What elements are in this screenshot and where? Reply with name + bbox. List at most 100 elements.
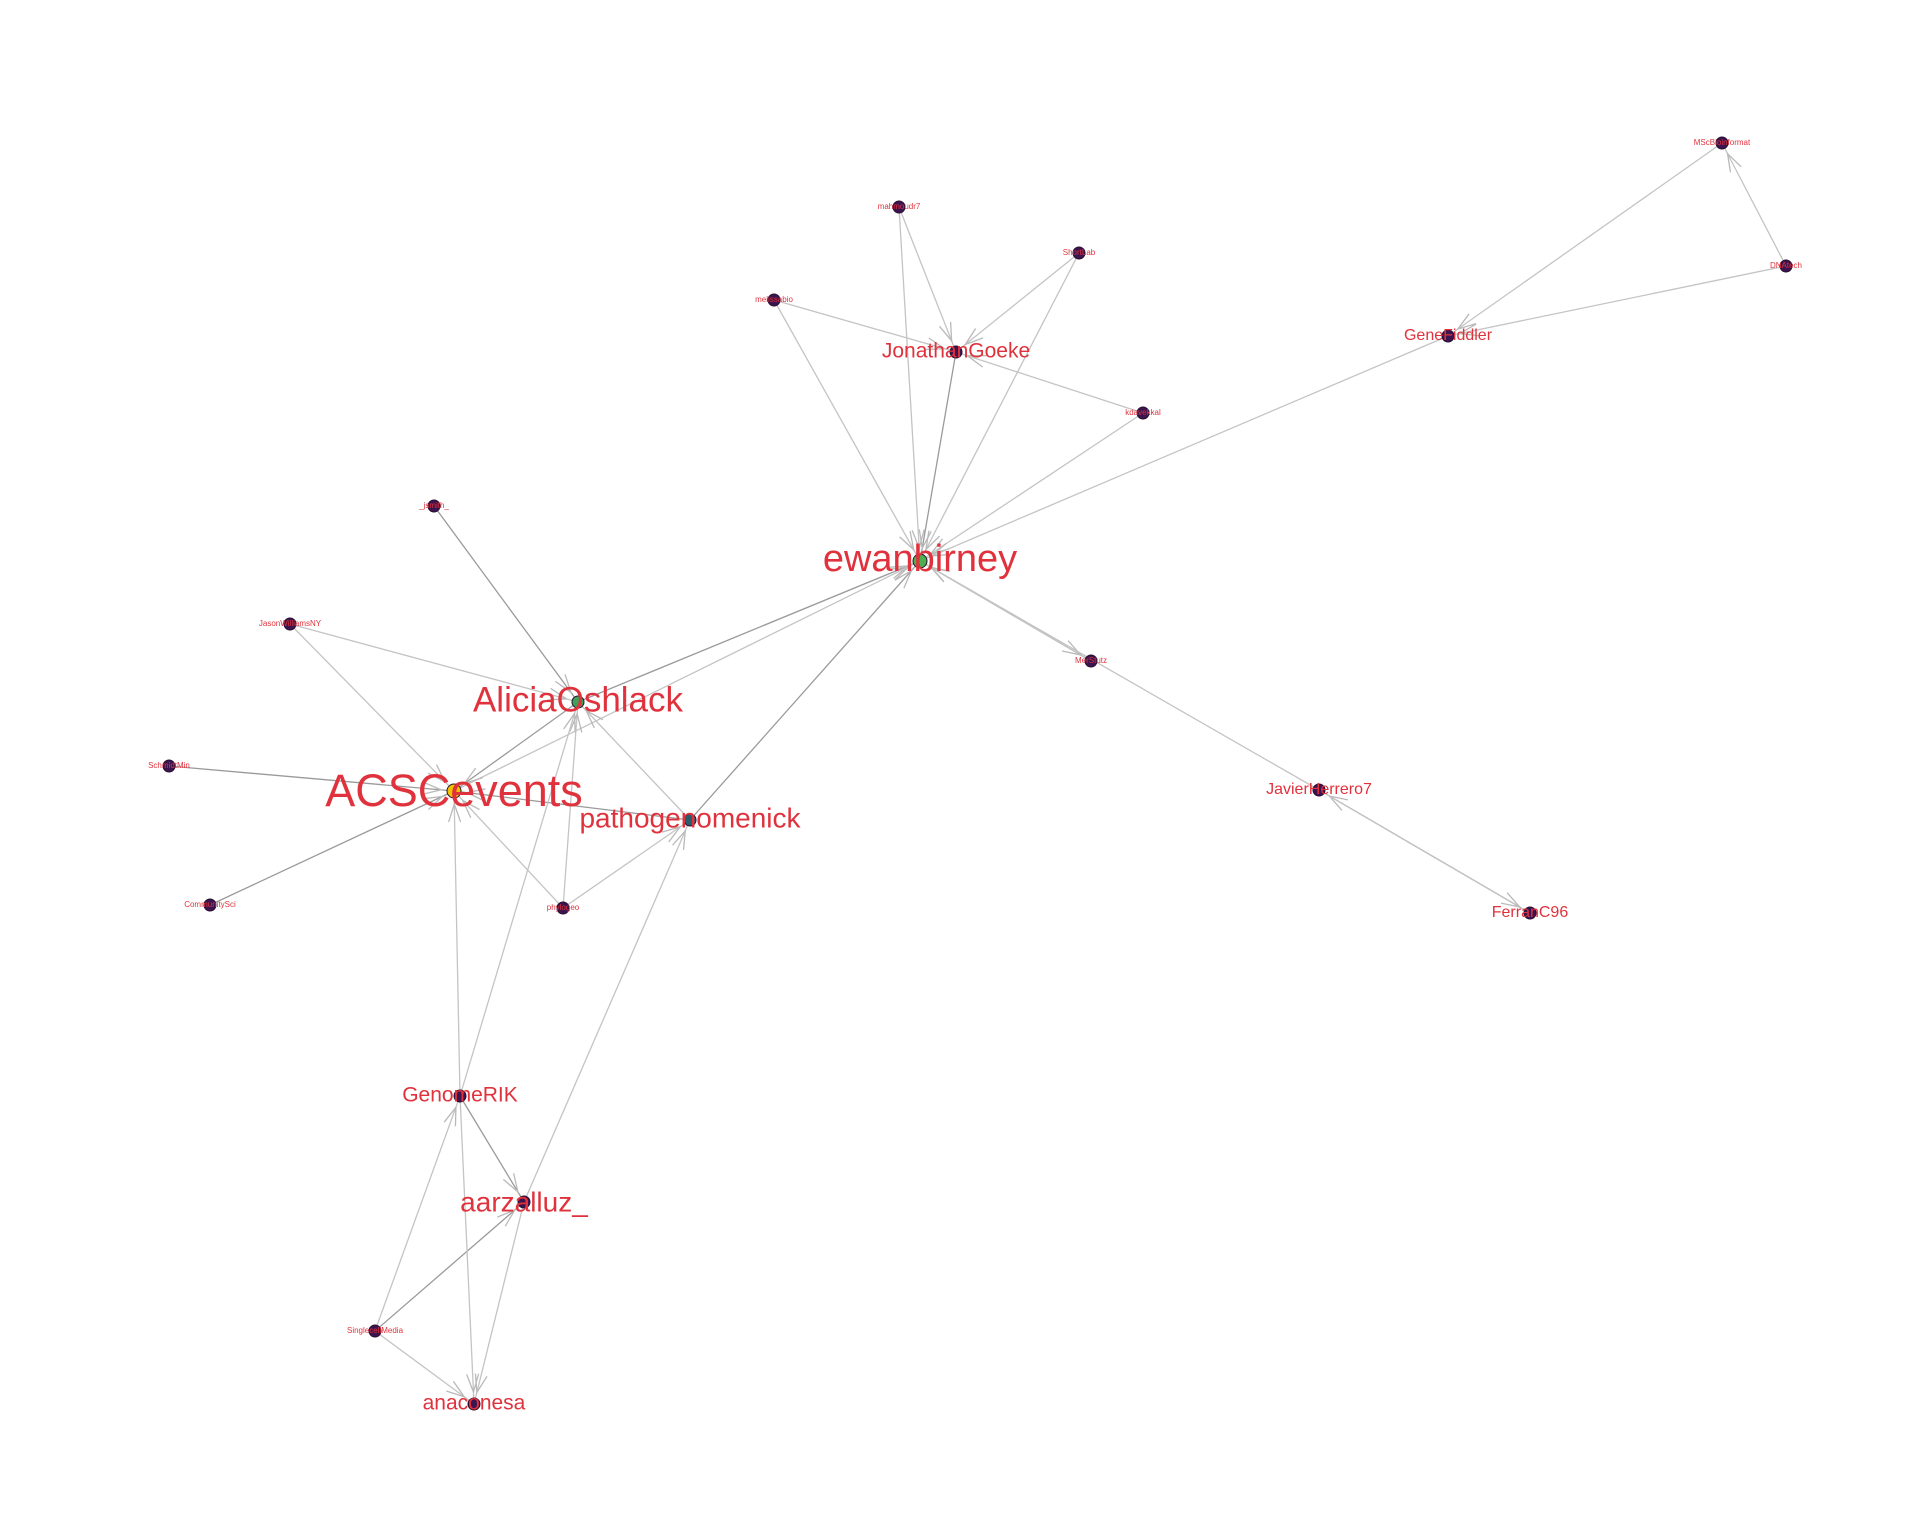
edge-aliciaoshlack-to-acscevents <box>453 701 579 792</box>
edge-line <box>577 560 921 703</box>
edge-arrowhead <box>965 354 987 368</box>
node-label-kdavekkal: kdavekkal <box>1125 408 1161 417</box>
node-phylogeo[interactable] <box>556 901 570 915</box>
node-genefiddler[interactable] <box>1441 329 1455 343</box>
edge-line <box>453 560 921 792</box>
edge-acscevents-to-ewanbirney <box>453 560 921 792</box>
edge-arrowhead <box>555 674 573 694</box>
edge-line <box>919 412 1144 562</box>
edge-genomerik-to-acscevents <box>447 790 462 1097</box>
node-jasonwilliamsny[interactable] <box>283 617 297 631</box>
node-mahmoudr7[interactable] <box>892 200 906 214</box>
node-label-genefiddler: GeneFiddler <box>1404 327 1493 344</box>
edge-genomerik-to-aliciaoshlack <box>459 701 579 1097</box>
node-jonathangoeke[interactable] <box>949 345 963 359</box>
edge-shortlab-to-jonathangoeke <box>955 252 1080 353</box>
edge-line <box>1318 789 1531 914</box>
edge-line <box>955 252 1080 353</box>
node-kdavekkal[interactable] <box>1136 406 1150 420</box>
edge-singlecellmedia-to-anaconesa <box>374 1330 475 1405</box>
node-pathogenomenick[interactable] <box>683 813 697 827</box>
node-label-mscbioinformat: MScBioinformat <box>1694 138 1751 147</box>
edge-singlecellmedia-to-aarzalluz <box>374 1201 525 1332</box>
edge-arrowhead <box>1457 323 1479 337</box>
node-jsmith[interactable] <box>427 499 441 513</box>
edge-line <box>562 701 579 909</box>
edge-line <box>453 790 564 909</box>
edge-melissabio-to-jonathangoeke <box>773 299 957 353</box>
edge-aliciaoshlack-to-ewanbirney <box>577 560 921 703</box>
edge-genomerik-to-anaconesa <box>459 1095 480 1405</box>
edge-arrowhead <box>889 565 910 579</box>
edge-line <box>1447 265 1787 337</box>
edge-line <box>1721 142 1787 267</box>
node-label-jsmith: _jsmith_ <box>418 501 449 510</box>
edge-mahmoudr7-to-ewanbirney <box>898 206 925 562</box>
edge-line <box>459 1095 525 1203</box>
edge-arrowhead <box>563 711 576 733</box>
node-dnatech[interactable] <box>1779 259 1793 273</box>
edge-genefiddler-to-ewanbirney <box>919 335 1449 562</box>
node-aarzalluz[interactable] <box>517 1195 531 1209</box>
edge-arrowhead <box>911 529 925 551</box>
node-aliciaoshlack[interactable] <box>571 695 585 709</box>
node-label-jasonwilliamsny: JasonWilliamsNY <box>259 619 322 628</box>
edge-arrowhead <box>569 711 583 733</box>
node-singlecellmedia[interactable] <box>368 1324 382 1338</box>
node-label-aliciaoshlack: AliciaOshlack <box>473 680 684 719</box>
node-label-acscevents: ACSCevents <box>325 765 583 816</box>
node-ewanbirney[interactable] <box>912 553 928 569</box>
edge-melissabio-to-ewanbirney <box>773 299 921 562</box>
edge-arrowhead <box>925 337 947 351</box>
edge-arrowhead <box>446 1380 466 1399</box>
edge-arrowhead <box>672 829 687 850</box>
edge-jasonwilliamsny-to-acscevents <box>289 623 455 792</box>
edge-arrowhead <box>963 328 984 346</box>
edges-layer <box>168 142 1787 1405</box>
node-shortlab[interactable] <box>1072 246 1086 260</box>
node-acscevents[interactable] <box>446 783 462 799</box>
node-label-phylogeo: phylogeo <box>547 903 580 912</box>
node-communitysci[interactable] <box>203 898 217 912</box>
node-mscbioinformat[interactable] <box>1715 136 1729 150</box>
edge-arrowhead <box>918 529 932 551</box>
edge-arrowhead <box>661 825 682 843</box>
edge-javierherrero7-to-ferranc96 <box>1318 789 1531 914</box>
edge-aarzalluz-to-anaconesa <box>473 1201 525 1405</box>
edge-arrowhead <box>502 1173 519 1194</box>
edge-line <box>453 701 579 792</box>
edge-communitysci-to-acscevents <box>209 790 455 906</box>
node-merstutz[interactable] <box>1084 654 1098 668</box>
node-javierherrero7[interactable] <box>1312 783 1326 797</box>
edge-line <box>374 1330 475 1405</box>
node-label-jonathangoeke: JonathanGoeke <box>882 340 1030 363</box>
edge-line <box>919 560 1320 791</box>
edge-arrowhead <box>466 1373 480 1395</box>
node-label-anaconesa: anaconesa <box>423 1392 526 1415</box>
node-anaconesa[interactable] <box>467 1397 481 1411</box>
edge-arrowhead <box>464 788 486 802</box>
edge-arrowhead <box>497 1208 517 1227</box>
edge-line <box>773 299 921 562</box>
edge-dnatech-to-genefiddler <box>1447 265 1787 337</box>
node-melissabio[interactable] <box>767 293 781 307</box>
node-schmidtmin[interactable] <box>162 759 176 773</box>
edge-arrowhead <box>584 709 604 729</box>
edge-arrowhead <box>938 321 953 343</box>
edge-line <box>473 1201 525 1405</box>
node-label-pathogenomenick: pathogenomenick <box>579 802 801 833</box>
edge-kdavekkal-to-jonathangoeke <box>955 351 1144 414</box>
edge-arrowhead <box>1500 892 1522 908</box>
edge-arrowhead <box>1726 151 1742 173</box>
edge-phylogeo-to-acscevents <box>453 790 564 909</box>
edge-line <box>459 1095 475 1405</box>
edge-dnatech-to-mscbioinformat <box>1721 142 1787 267</box>
node-genomerik[interactable] <box>453 1089 467 1103</box>
edge-line <box>562 819 691 909</box>
node-ferranc96[interactable] <box>1523 906 1537 920</box>
edge-arrowhead <box>899 530 915 552</box>
edge-arrowhead <box>462 767 483 785</box>
node-label-singlecellmedia: SinglecellMedia <box>347 1326 404 1335</box>
node-label-melissabio: melissabio <box>755 295 793 304</box>
